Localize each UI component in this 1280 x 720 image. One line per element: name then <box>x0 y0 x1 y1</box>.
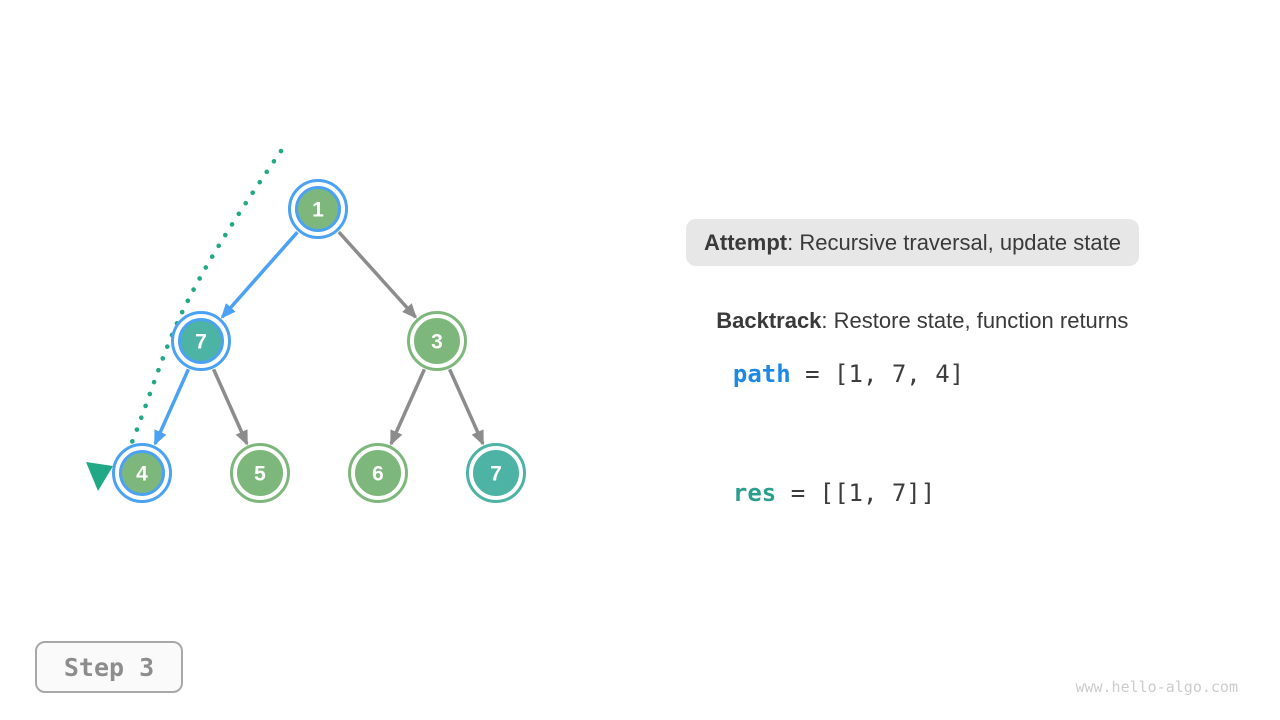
tree-node-root-1: 1 <box>288 179 348 239</box>
edge-3-7 <box>448 368 485 446</box>
node-value: 7 <box>490 463 502 486</box>
backtrack-label: Backtrack <box>716 308 822 333</box>
tree-node-5: 5 <box>230 443 290 503</box>
attempt-label: Attempt <box>704 229 788 255</box>
node-circle <box>295 186 341 232</box>
node-circle <box>473 450 519 496</box>
tree-node-6: 6 <box>348 443 408 503</box>
attempt-callout: Attempt: Recursive traversal, update sta… <box>686 219 1139 266</box>
node-value: 7 <box>195 331 207 354</box>
edge-1-3 <box>337 230 417 319</box>
edge-3-6 <box>389 368 426 446</box>
path-state-line: path = [1, 7, 4] <box>704 332 964 388</box>
attempt-text: : Recursive traversal, update state <box>787 229 1121 255</box>
path-variable: path <box>732 360 791 388</box>
backtrack-callout: Backtrack: Restore state, function retur… <box>704 282 1128 334</box>
node-value: 3 <box>431 331 443 354</box>
res-state-line: res = [[1, 7]] <box>704 451 935 507</box>
res-variable: res <box>732 479 777 507</box>
edge-7-4 <box>153 368 190 446</box>
node-circle <box>119 450 165 496</box>
watermark: www.hello-algo.com <box>1075 678 1238 696</box>
node-circle <box>237 450 283 496</box>
tree-node-7-left: 7 <box>171 311 231 371</box>
node-value: 5 <box>254 463 266 486</box>
trace-path-dotted <box>125 148 284 455</box>
node-circle <box>414 318 460 364</box>
edge-1-7 <box>220 231 299 319</box>
node-circle <box>355 450 401 496</box>
node-circle <box>178 318 224 364</box>
edge-7-5 <box>212 368 249 446</box>
res-value: = [[1, 7]] <box>776 479 936 507</box>
node-value: 4 <box>136 463 148 486</box>
tree-node-4: 4 <box>112 443 172 503</box>
step-badge: Step 3 <box>35 641 183 693</box>
path-value: = [1, 7, 4] <box>790 360 965 388</box>
trace-arrowhead-icon <box>86 462 113 491</box>
backtrack-text: : Restore state, function returns <box>821 308 1129 333</box>
tree-node-7-right: 7 <box>466 443 526 503</box>
tree-node-3: 3 <box>407 311 467 371</box>
node-value: 6 <box>372 463 384 486</box>
node-value: 1 <box>312 199 324 222</box>
